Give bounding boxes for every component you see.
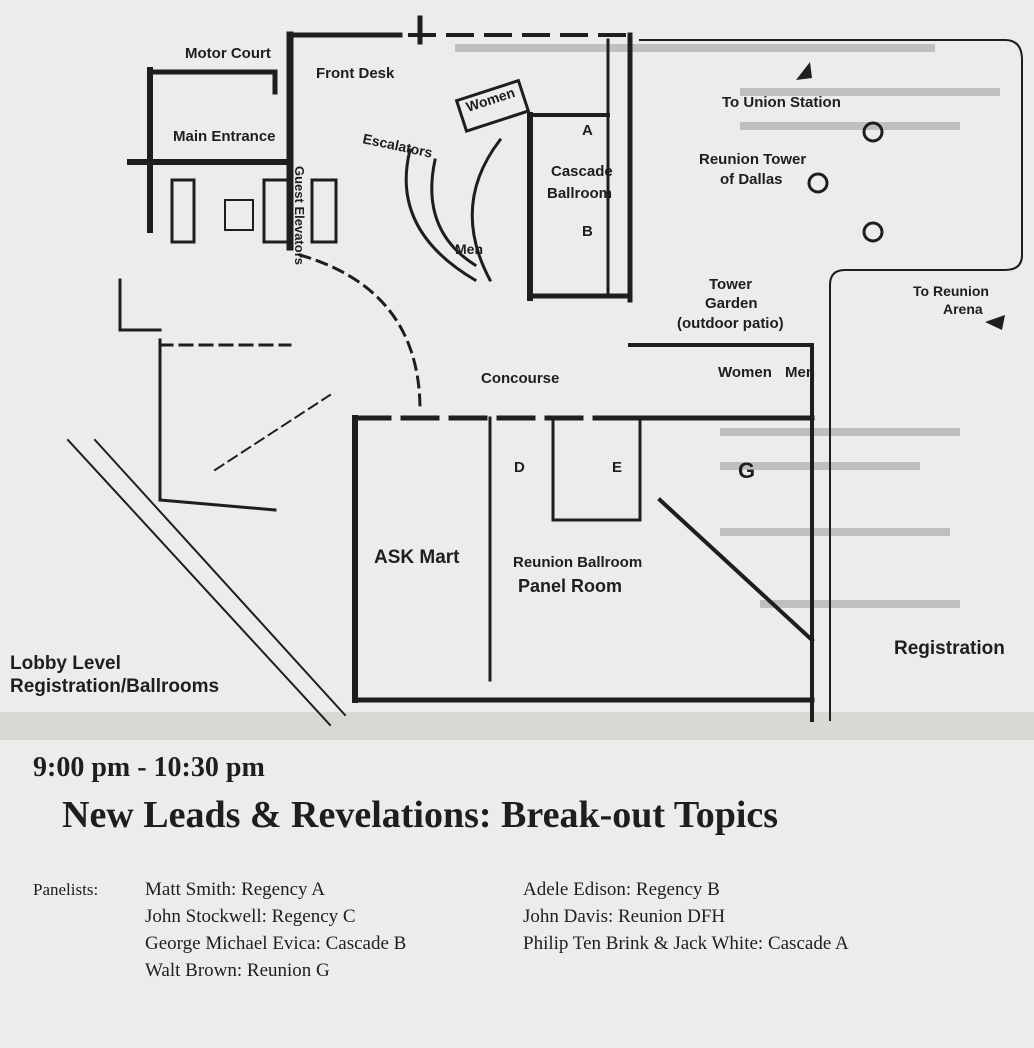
label-tower-garden-line1: Tower [709,276,752,293]
panelist-item: John Davis: Reunion DFH [523,906,726,927]
label-reunion-tower-line1: Reunion Tower [699,151,806,168]
label-panel-room: Panel Room [518,576,622,596]
arrow-reunion-arena-icon [985,315,1005,330]
panelist-item: John Stockwell: Regency C [145,906,356,927]
label-cascade-line1: Cascade [551,163,613,180]
label-to-reunion-arena-line1: To Reunion [913,283,989,299]
cascade-foyer-shape [404,78,531,283]
panelists-left-column: Matt Smith: Regency A John Stockwell: Re… [145,876,406,984]
panelist-item: George Michael Evica: Cascade B [145,933,407,954]
label-room-e: E [612,459,622,476]
panelist-item: Matt Smith: Regency A [145,879,325,900]
session-title: New Leads & Revelations: Break-out Topic… [62,794,779,836]
label-concourse: Concourse [481,370,559,387]
lobby-level-label: Lobby Level Registration/Ballrooms [10,652,219,698]
label-room-d: D [514,459,525,476]
label-guest-elevators: Guest Elevators [292,166,307,265]
panelist-item: Walt Brown: Reunion G [145,960,330,981]
label-to-union-station: To Union Station [722,94,841,111]
registration-label: Registration [894,638,1005,659]
label-ask-mart: ASK Mart [374,547,460,568]
panelist-item: Philip Ten Brink & Jack White: Cascade A [523,933,849,954]
label-room-g: G [738,458,755,483]
label-tower-garden-line3: (outdoor patio) [677,315,784,332]
lobby-label-line1: Lobby Level [10,653,121,674]
panelists-label: Panelists: [33,880,99,899]
session-time: 9:00 pm - 10:30 pm [33,752,265,783]
label-men-lower: Men [785,364,815,381]
floor-plan-map: Motor Court Front Desk Main Entrance Esc… [0,15,1034,740]
background-bleed-text [0,44,1034,740]
label-main-entrance: Main Entrance [173,128,276,145]
guest-elevators-shape [170,178,338,244]
label-reunion-ballroom: Reunion Ballroom [513,554,642,571]
label-motor-court: Motor Court [185,45,271,62]
label-women-lower: Women [718,364,772,381]
label-front-desk: Front Desk [316,65,395,82]
label-ballroom-a: A [582,122,593,139]
lobby-label-line2: Registration/Ballrooms [10,676,220,697]
arrow-union-station-icon [796,62,812,80]
label-escalators: Escalators [361,130,434,160]
label-ballroom-b: B [582,223,593,240]
label-reunion-tower-line2: of Dallas [720,171,783,188]
walls [66,15,1023,727]
label-men-upper: Men [455,241,483,257]
label-to-reunion-arena-line2: Arena [943,301,983,317]
tower-markers [807,121,884,243]
label-tower-garden-line2: Garden [705,295,758,312]
label-cascade-line2: Ballroom [547,185,612,202]
panelist-item: Adele Edison: Regency B [523,879,720,900]
panelists-right-column: Adele Edison: Regency B John Davis: Reun… [523,876,849,957]
